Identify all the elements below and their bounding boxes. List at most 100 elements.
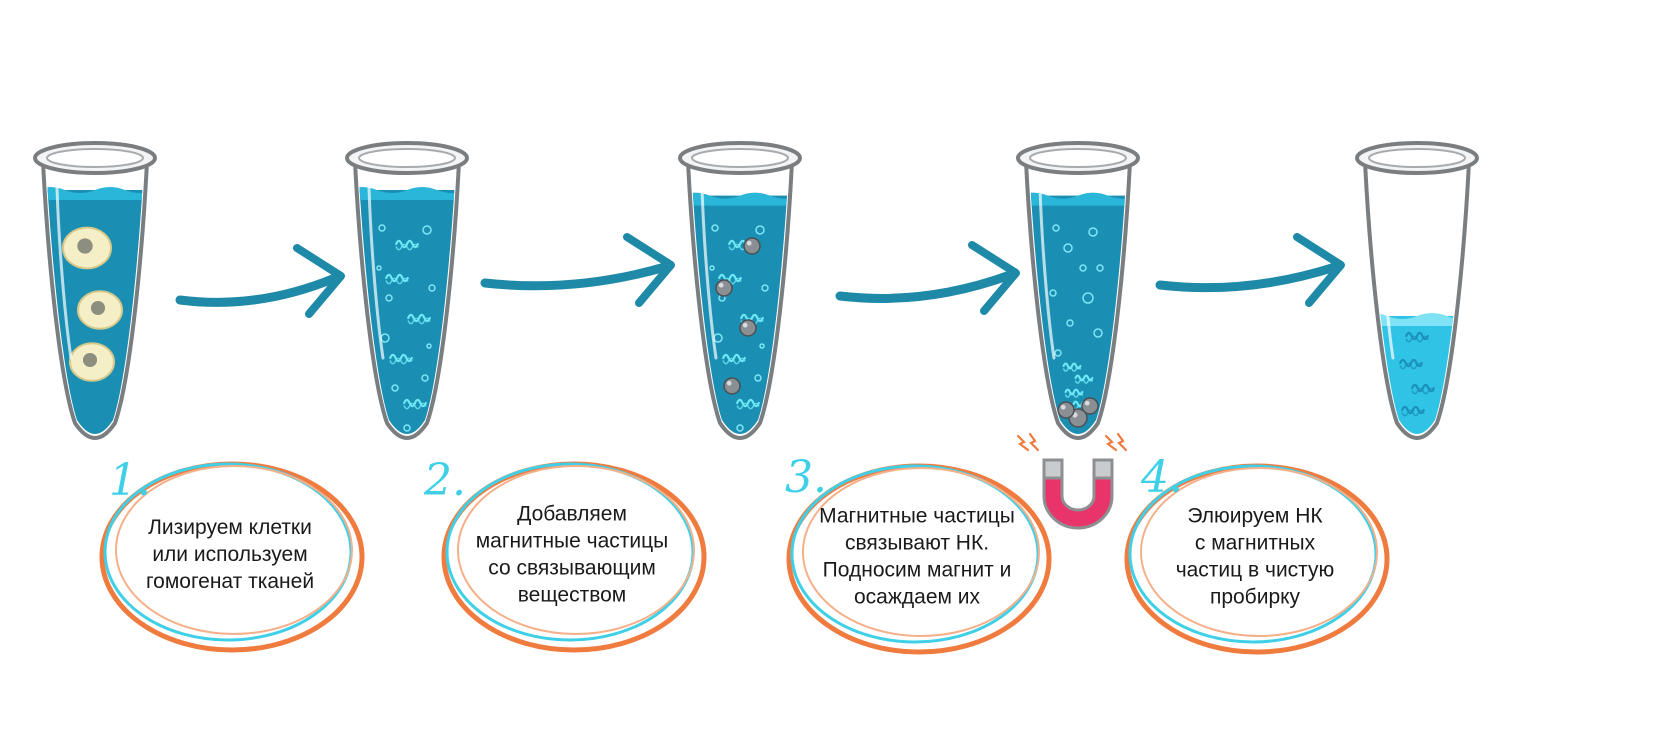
bubble-icon bbox=[426, 343, 432, 349]
cell-nucleus-icon bbox=[90, 300, 106, 316]
dna-strand-icon bbox=[722, 353, 746, 363]
step-caption-line: Лизируем клетки bbox=[148, 516, 312, 539]
step-number: 1. bbox=[109, 455, 151, 506]
dna-strand-icon bbox=[385, 273, 409, 283]
tube-opening bbox=[1029, 148, 1127, 168]
step-caption-line: магнитные частицы bbox=[476, 530, 669, 553]
liquid bbox=[1368, 313, 1466, 434]
bubble-icon bbox=[736, 424, 744, 432]
step-caption-line: или используем bbox=[152, 543, 307, 566]
bubble-icon bbox=[385, 294, 393, 302]
tube-highlight bbox=[1377, 186, 1395, 360]
bubble-icon bbox=[1082, 292, 1094, 304]
magnetic-bead-icon bbox=[1060, 404, 1066, 410]
bubble-icon bbox=[1088, 227, 1098, 237]
magnetic-bead-icon bbox=[739, 319, 757, 337]
magnetic-bead-icon bbox=[715, 279, 733, 297]
step-ring-inner bbox=[115, 465, 353, 635]
tube-body bbox=[353, 160, 461, 440]
step-caption-line: связывают НК. bbox=[845, 532, 989, 555]
arrow-icon bbox=[835, 241, 1020, 315]
tube-3 bbox=[678, 141, 802, 440]
liquid bbox=[1029, 192, 1127, 434]
bubble-icon bbox=[376, 265, 382, 271]
arrow-icon bbox=[1155, 233, 1345, 307]
dna-strand-icon bbox=[736, 398, 760, 408]
bubble-icon bbox=[421, 374, 429, 382]
step-ring-inner bbox=[457, 465, 695, 635]
step-caption-line: Элюируем НК bbox=[1187, 505, 1323, 528]
tube-opening bbox=[691, 148, 789, 168]
spark-icon bbox=[1016, 432, 1040, 452]
dna-strand-icon bbox=[385, 277, 409, 285]
tube-body bbox=[686, 160, 794, 440]
step-caption-line: с магнитных bbox=[1195, 532, 1316, 555]
tube-body bbox=[1363, 160, 1471, 440]
bubble-icon bbox=[1079, 264, 1087, 272]
dna-strand-icon bbox=[740, 313, 764, 323]
step-caption-line: Добавляем bbox=[517, 503, 627, 526]
tube-opening bbox=[1368, 148, 1466, 168]
bubble-icon bbox=[754, 374, 762, 382]
cell-nucleus-icon bbox=[77, 238, 93, 254]
step-caption-line: Подносим магнит и bbox=[823, 559, 1012, 582]
dna-strand-icon bbox=[1062, 366, 1082, 372]
tube-highlight bbox=[55, 186, 73, 360]
magnetic-bead-icon bbox=[723, 377, 741, 395]
step-caption-line: частиц в чистую bbox=[1176, 559, 1335, 582]
dna-strand-icon bbox=[1405, 335, 1429, 343]
magnetic-bead-icon bbox=[743, 237, 761, 255]
bubble-icon bbox=[1066, 319, 1074, 327]
tube-opening bbox=[358, 148, 456, 168]
dna-strand-icon bbox=[395, 243, 419, 251]
tube-body bbox=[41, 160, 149, 440]
bubble-icon bbox=[403, 424, 411, 432]
dna-strand-icon bbox=[722, 357, 746, 365]
magnetic-bead-icon bbox=[1084, 400, 1090, 406]
dna-strand-icon bbox=[1064, 392, 1084, 398]
step-caption-line: осаждаем их bbox=[854, 586, 981, 609]
bubble-icon bbox=[709, 265, 715, 271]
steps-layer: 1. Лизируем клетки или используем гомогенат… bbox=[99, 452, 1390, 655]
bubble-icon bbox=[1054, 349, 1062, 357]
dna-strand-icon bbox=[407, 313, 431, 323]
tube-opening bbox=[46, 148, 144, 168]
dna-strand-icon bbox=[1401, 405, 1425, 415]
step-ring-inner bbox=[1140, 467, 1378, 637]
step-caption-line: Магнитные частицы bbox=[819, 505, 1015, 528]
step-3: 3.Магнитные частицы связывают НК. Подносим… bbox=[785, 452, 1052, 655]
step-caption-line: пробирку bbox=[1210, 586, 1301, 609]
dna-strand-icon bbox=[736, 402, 760, 410]
step-number: 4. bbox=[1140, 452, 1183, 503]
step-ring-inner bbox=[802, 467, 1040, 637]
dna-strand-icon bbox=[1399, 358, 1423, 368]
bubble-icon bbox=[711, 224, 719, 232]
bubble-icon bbox=[755, 225, 765, 235]
tube-body bbox=[1024, 160, 1132, 440]
step-caption-line: гомогенат тканей bbox=[146, 570, 314, 593]
dna-strand-icon bbox=[1405, 331, 1429, 341]
arrow-icon bbox=[175, 244, 345, 318]
step-number: 3. bbox=[785, 452, 827, 503]
bubble-icon bbox=[1096, 264, 1104, 272]
bubble-icon bbox=[391, 384, 399, 392]
dna-strand-icon bbox=[389, 353, 413, 363]
bubble-icon bbox=[378, 224, 386, 232]
tube-1 bbox=[33, 141, 157, 440]
magnetic-bead-icon bbox=[1081, 397, 1099, 415]
magnet-icon bbox=[1016, 432, 1128, 530]
tube-4 bbox=[1016, 141, 1140, 440]
tube-highlight bbox=[1038, 186, 1056, 360]
bubble-icon bbox=[1093, 328, 1103, 338]
arrows-layer bbox=[175, 233, 1345, 318]
bubble-icon bbox=[422, 225, 432, 235]
tube-highlight bbox=[700, 186, 718, 360]
dna-strand-icon bbox=[389, 357, 413, 365]
spark-icon bbox=[1104, 432, 1128, 452]
step-caption-line: веществом bbox=[518, 584, 626, 607]
dna-strand-icon bbox=[403, 398, 427, 408]
bubble-icon bbox=[759, 343, 765, 349]
step-caption-line: со связывающим bbox=[488, 557, 656, 580]
